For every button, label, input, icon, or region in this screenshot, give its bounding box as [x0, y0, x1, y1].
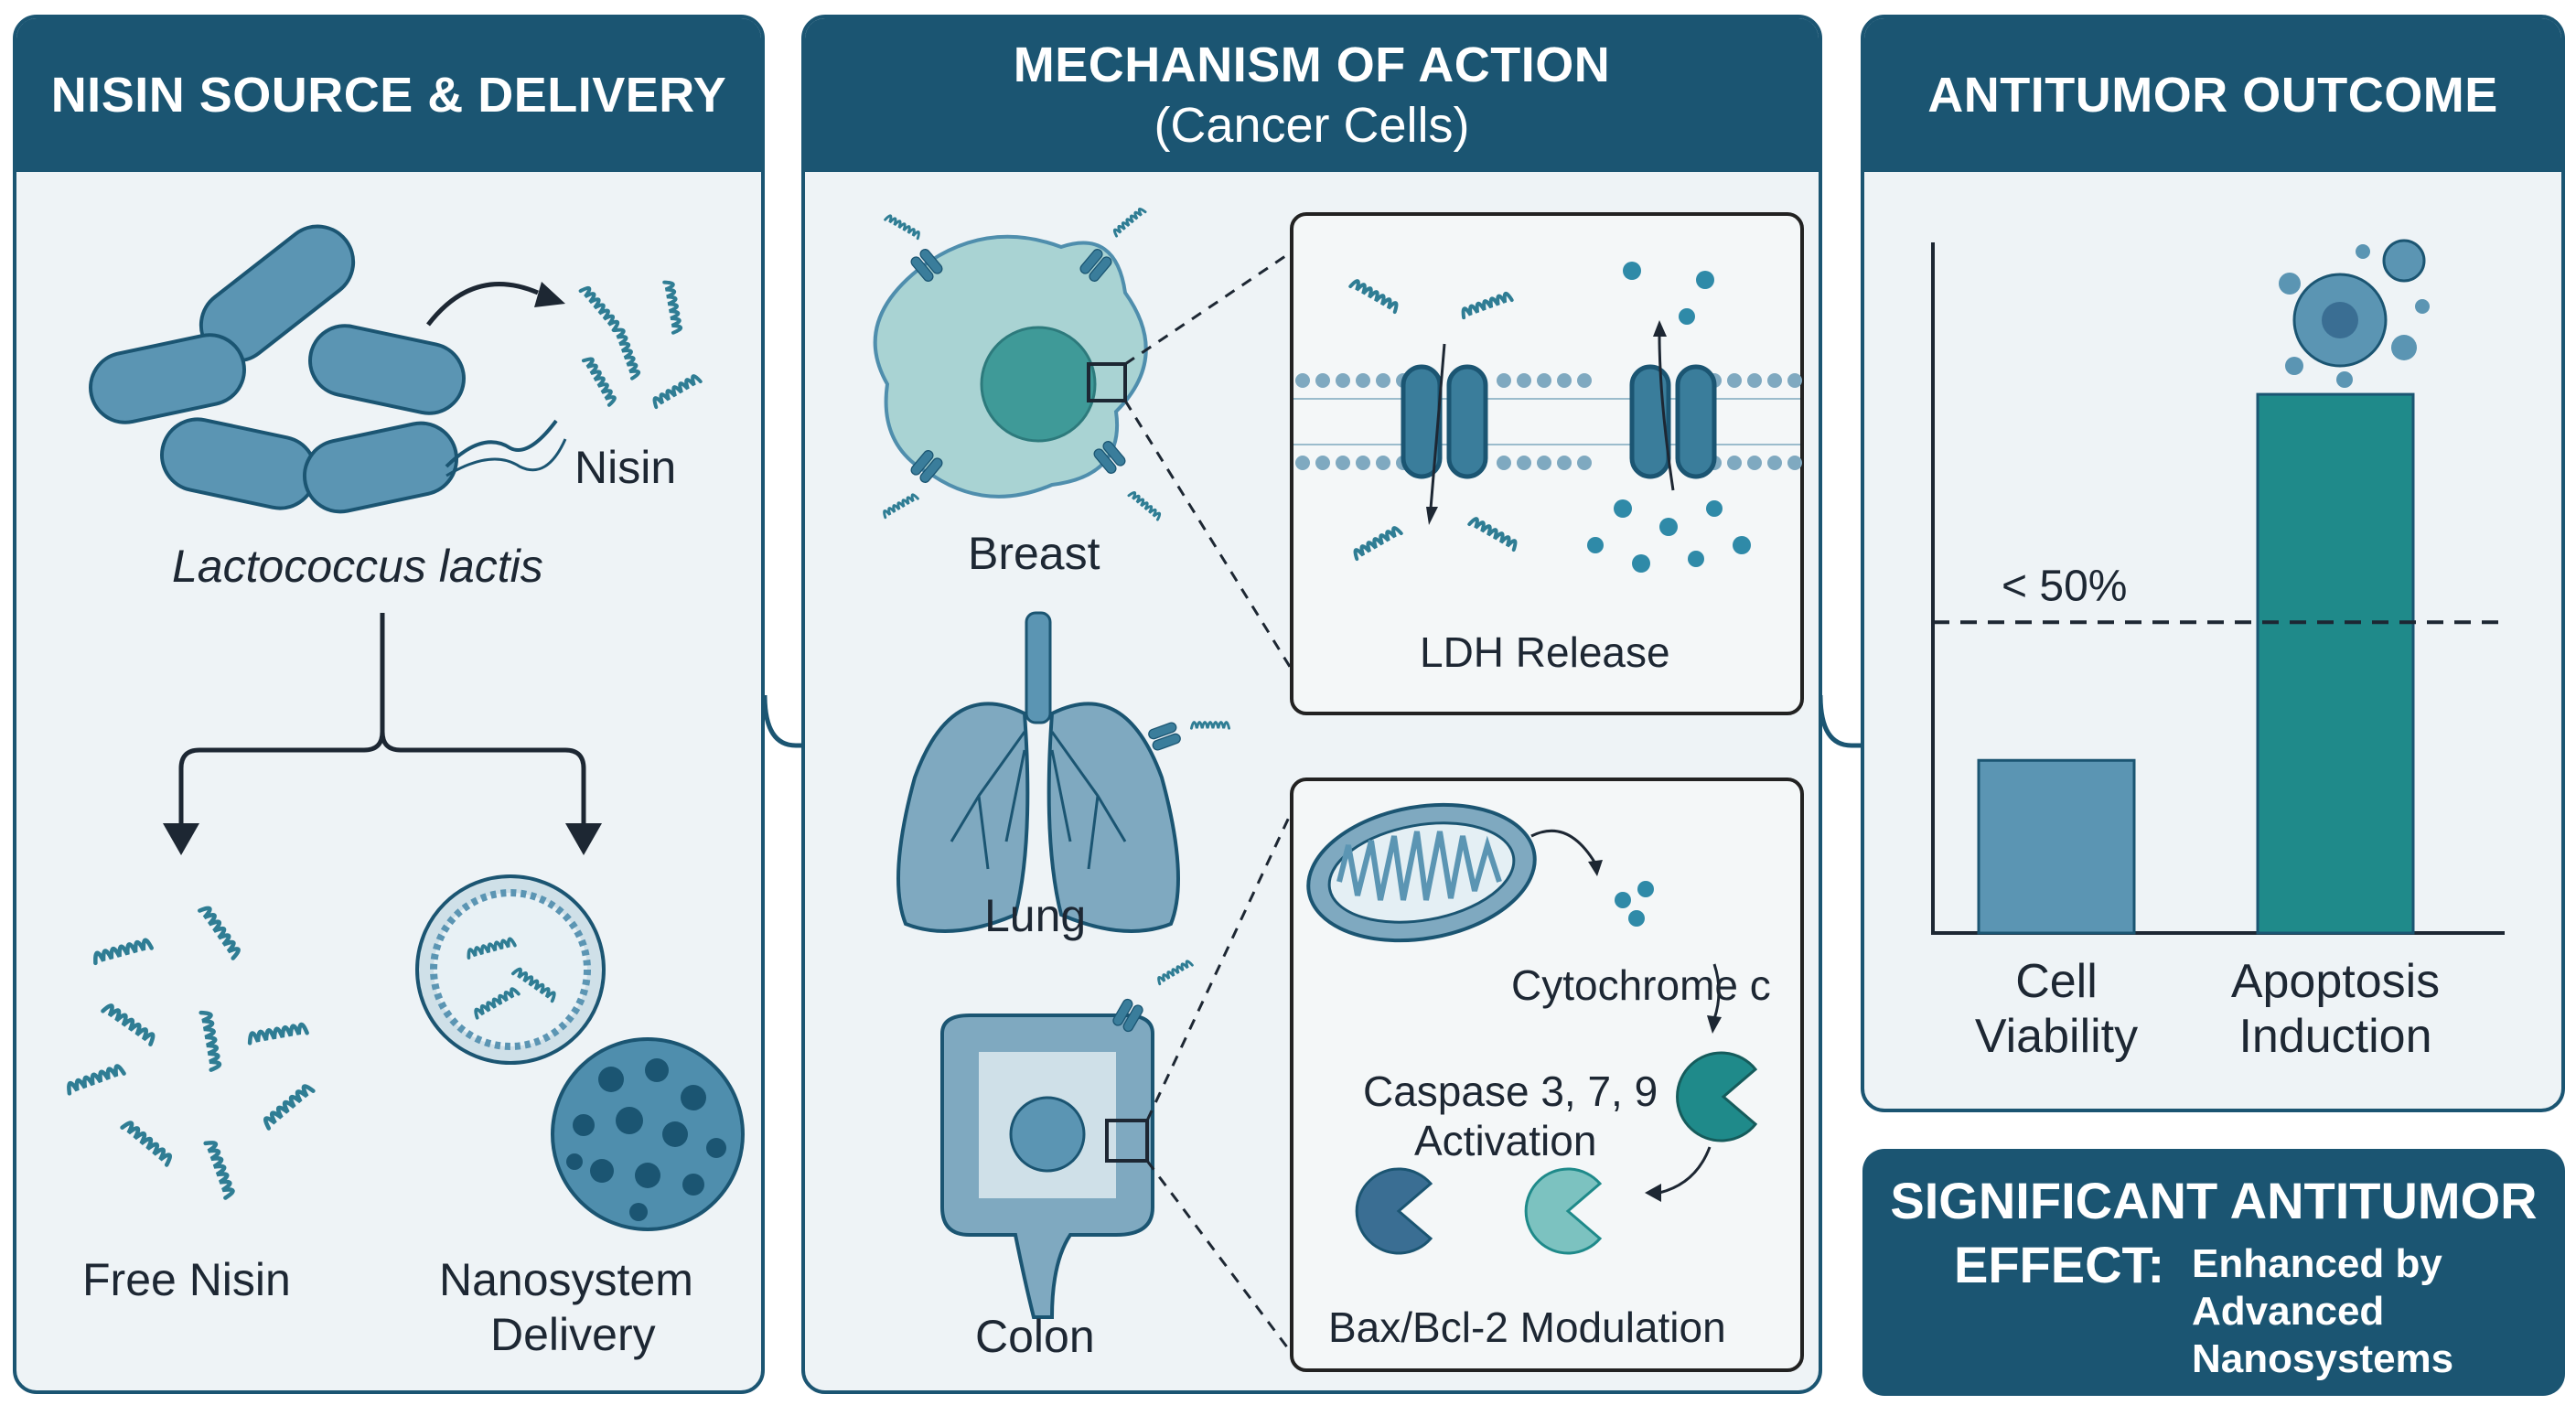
outcome-panel-header: ANTITUMOR OUTCOME [1864, 18, 2561, 172]
mechanism-panel-title: MECHANISM OF ACTION [1013, 38, 1611, 92]
ldh-release-inset: LDH Release [1290, 212, 1804, 715]
cytochrome-c-label: Cytochrome c [1511, 961, 1771, 1009]
summary-banner: SIGNIFICANT ANTITUMOR EFFECT: Enhanced b… [1862, 1149, 2565, 1396]
mechanism-panel-subtitle: (Cancer Cells) [1154, 98, 1470, 153]
bar-apoptosis-induction [2256, 392, 2415, 935]
bar-cell-viability [1977, 758, 2136, 935]
nanosystem-label-2: Delivery [490, 1309, 656, 1360]
apoptotic-cell-icon [2279, 239, 2430, 388]
summary-effect-label: EFFECT: [1954, 1236, 2165, 1293]
threshold-label: < 50% [2002, 562, 2127, 610]
source-panel: NISIN SOURCE & DELIVERY [13, 15, 765, 1394]
mechanism-panel-header: MECHANISM OF ACTION (Cancer Cells) [805, 18, 1819, 172]
category-label: Cell [2015, 955, 2098, 1008]
lung-label: Lung [984, 890, 1087, 941]
mitochondria-caspase-illustration [1306, 802, 1758, 1255]
colon-label: Colon [975, 1311, 1095, 1362]
ldh-release-label: LDH Release [1420, 628, 1670, 676]
caspase-label-2: Activation [1414, 1117, 1597, 1164]
free-nisin-label: Free Nisin [82, 1254, 291, 1305]
category-label: Viability [1975, 1010, 2138, 1063]
nisin-label: Nisin [574, 442, 677, 493]
summary-heading: SIGNIFICANT ANTITUMOR [1890, 1172, 2538, 1229]
outcome-panel-title: ANTITUMOR OUTCOME [1927, 68, 2498, 123]
category-label: Induction [2238, 1010, 2431, 1063]
source-panel-header: NISIN SOURCE & DELIVERY [16, 18, 761, 172]
bax-bcl2-label: Bax/Bcl-2 Modulation [1328, 1303, 1726, 1351]
summary-desc-line: Nanosystems [2192, 1336, 2454, 1381]
summary-description: Enhanced by Advanced Nanosystems [2192, 1240, 2466, 1383]
organ-illustrations [873, 206, 1301, 1364]
nanosystem-label-1: Nanosystem [439, 1254, 693, 1305]
lactococcus-bacteria-illustration [16, 224, 745, 1231]
membrane-pore-illustration [1293, 262, 1802, 573]
lactococcus-label: Lactococcus lactis [172, 541, 543, 592]
summary-desc-line: Advanced [2192, 1289, 2385, 1334]
summary-desc-line: Enhanced by [2192, 1241, 2442, 1286]
category-label: Apoptosis [2231, 955, 2440, 1008]
apoptosis-pathway-inset: Cytochrome c Caspase 3, 7, 9 Activation … [1290, 778, 1804, 1372]
mechanism-panel: MECHANISM OF ACTION (Cancer Cells) [801, 15, 1822, 1394]
source-panel-title: NISIN SOURCE & DELIVERY [50, 68, 727, 123]
breast-label: Breast [968, 528, 1100, 579]
caspase-label-1: Caspase 3, 7, 9 [1363, 1067, 1658, 1115]
